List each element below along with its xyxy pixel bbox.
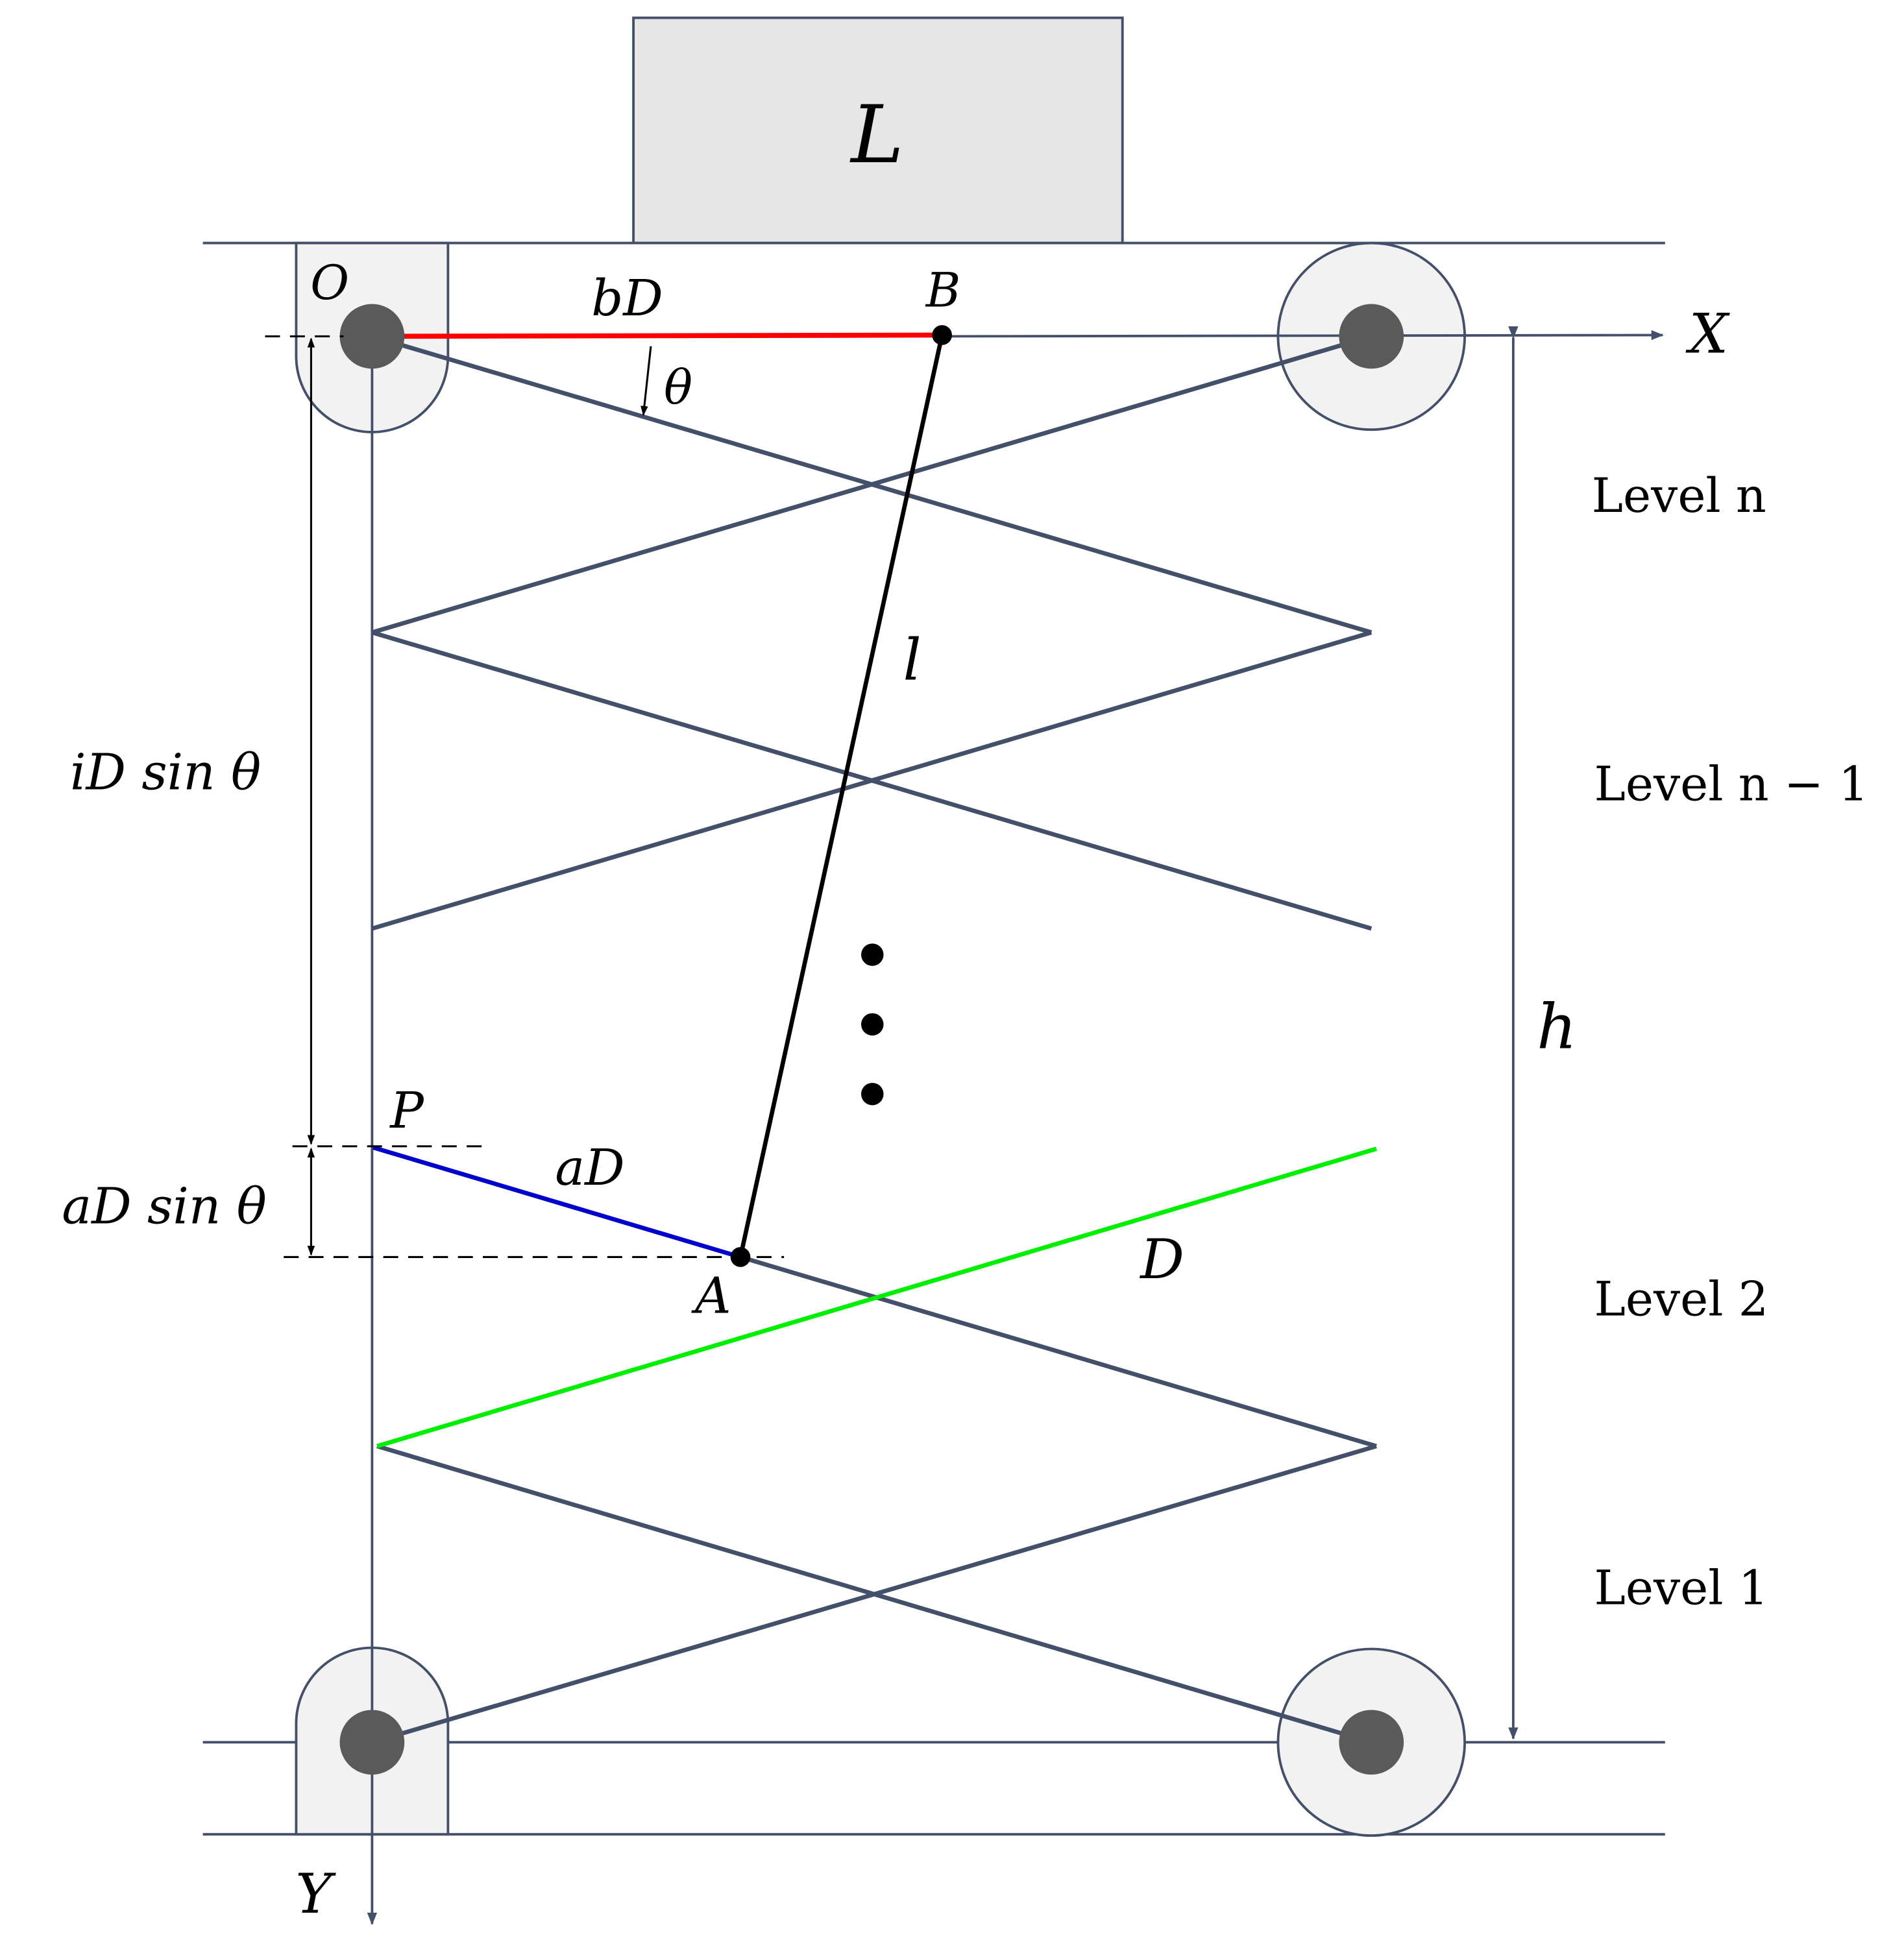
level-label-2: Level 2 — [1594, 1272, 1769, 1327]
joint-bottom-left — [339, 1710, 405, 1775]
label-h: h — [1537, 990, 1577, 1063]
label-B: B — [925, 263, 961, 318]
label-X: X — [1685, 302, 1730, 365]
level-label-1: Level 1 — [1594, 1560, 1769, 1616]
bD-segment — [372, 332, 942, 339]
joint-top-right — [1339, 304, 1404, 369]
theta-arrow — [641, 346, 652, 417]
level-label-n-minus-1: Level n − 1 — [1594, 757, 1869, 812]
label-aD-sin-theta: aD sin θ — [62, 1178, 266, 1236]
link-l — [738, 334, 944, 1258]
label-aD: aD — [555, 1139, 624, 1197]
highlighted-arm-D — [376, 1146, 1377, 1449]
label-theta: θ — [664, 360, 692, 415]
ellipsis-dot — [861, 1013, 884, 1036]
label-D: D — [1139, 1228, 1184, 1291]
label-P: P — [389, 1082, 424, 1140]
aD-segment — [372, 1145, 741, 1259]
label-A: A — [691, 1268, 731, 1326]
level-label-n: Level n — [1592, 468, 1766, 524]
ellipsis-dot — [861, 1082, 884, 1106]
label-bD: bD — [591, 270, 663, 328]
x-axis — [942, 330, 1664, 341]
label-Y: Y — [295, 1862, 336, 1926]
label-O: O — [310, 256, 349, 311]
scissor-arms — [371, 334, 1377, 1745]
ellipsis-dot — [861, 943, 884, 966]
load-box — [632, 16, 1124, 245]
joint-bottom-right — [1339, 1710, 1404, 1775]
label-iD-sin-theta: iD sin θ — [70, 744, 261, 801]
load-label: L — [849, 88, 904, 181]
label-l: l — [903, 627, 921, 694]
dashed-guides — [265, 335, 785, 1258]
point-B — [932, 325, 952, 345]
joint-O — [339, 304, 405, 369]
